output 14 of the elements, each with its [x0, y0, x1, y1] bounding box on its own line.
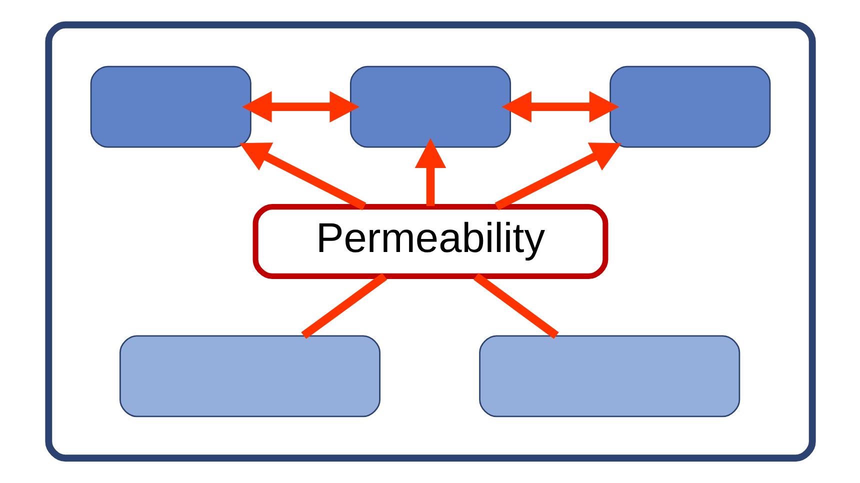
arrow: [242, 91, 359, 122]
connector: [300, 273, 387, 339]
node-box: [478, 335, 740, 418]
connector: [473, 273, 558, 339]
arrow: [414, 138, 446, 206]
cluster: [44, 21, 816, 462]
node-box: [90, 66, 251, 148]
arrow: [494, 142, 621, 210]
node-box: Permeability: [252, 204, 608, 279]
arrow: [501, 91, 619, 122]
node-box: [349, 66, 511, 148]
arrow: [239, 142, 366, 210]
node-box: [609, 66, 770, 148]
node-box: [118, 335, 380, 418]
